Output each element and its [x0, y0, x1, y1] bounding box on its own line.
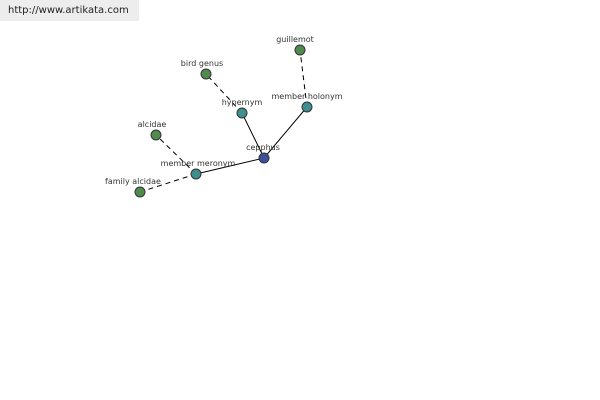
node-cepphus[interactable] [258, 152, 270, 164]
node-alcidae[interactable] [150, 129, 162, 141]
edge-hypernym-bird-genus [205, 73, 243, 114]
label-family-alcidae: family alcidae [105, 177, 161, 186]
node-member-meronym[interactable] [190, 168, 202, 180]
label-guillemot: guillemot [276, 35, 314, 44]
label-member-meronym: member meronym [161, 159, 236, 168]
edge-center-member-meronym [195, 157, 265, 175]
edge-member-holonym-guillemot [299, 49, 308, 108]
node-family-alcidae[interactable] [134, 186, 146, 198]
node-guillemot[interactable] [294, 44, 306, 56]
label-cepphus: cepphus [246, 143, 280, 152]
node-bird-genus[interactable] [200, 68, 212, 80]
label-member-holonym: member holonym [271, 92, 342, 101]
label-bird-genus: bird genus [181, 59, 223, 68]
label-hypernym: hypernym [222, 98, 263, 107]
source-url[interactable]: http://www.artikata.com [0, 0, 139, 21]
edge-center-member-holonym [263, 106, 308, 159]
edge-member-meronym-family-alcidae [139, 173, 197, 193]
graph-labels: guillemot bird genus hypernym member hol… [105, 35, 343, 186]
node-member-holonym[interactable] [301, 101, 313, 113]
edge-member-meronym-alcidae [155, 134, 197, 175]
label-alcidae: alcidae [138, 120, 167, 129]
edge-center-hypernym [241, 112, 265, 159]
graph-edges [139, 49, 308, 193]
graph-nodes [134, 44, 313, 198]
node-hypernym[interactable] [236, 107, 248, 119]
